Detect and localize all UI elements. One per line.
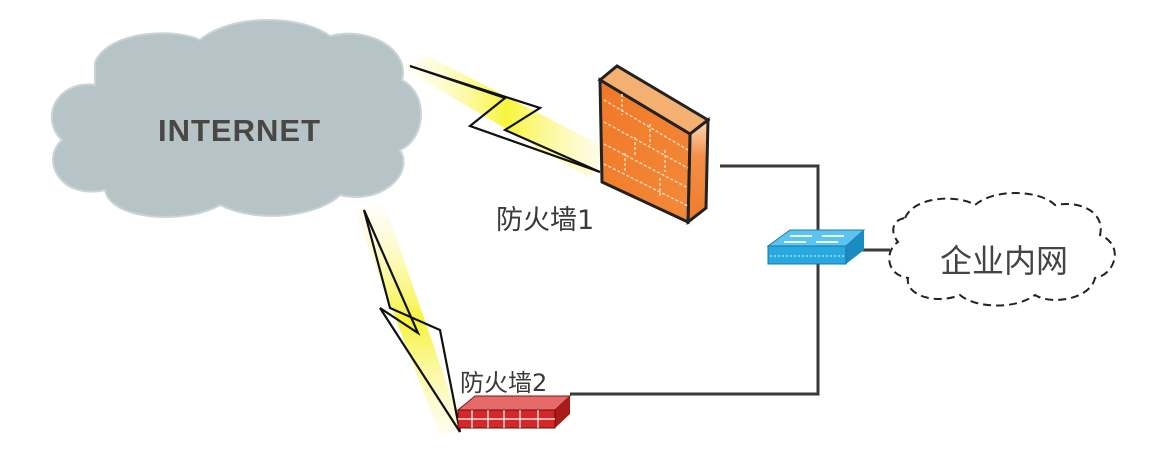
internet-label: INTERNET (158, 113, 321, 148)
firewall2-icon[interactable] (456, 395, 572, 429)
wan-link-lightning-1 (402, 56, 610, 178)
intranet-cloud-icon[interactable] (888, 192, 1116, 307)
internet-cloud-icon[interactable] (51, 18, 422, 218)
firewall1-icon[interactable] (597, 64, 711, 226)
intranet-label: 企业内网 (940, 242, 1069, 280)
firewall2-label: 防火墙2 (460, 369, 548, 397)
wan-link-lightning-2 (355, 205, 462, 436)
switch-icon[interactable] (766, 229, 866, 265)
firewall1-label: 防火墙1 (496, 205, 595, 236)
wire-links (570, 164, 890, 396)
